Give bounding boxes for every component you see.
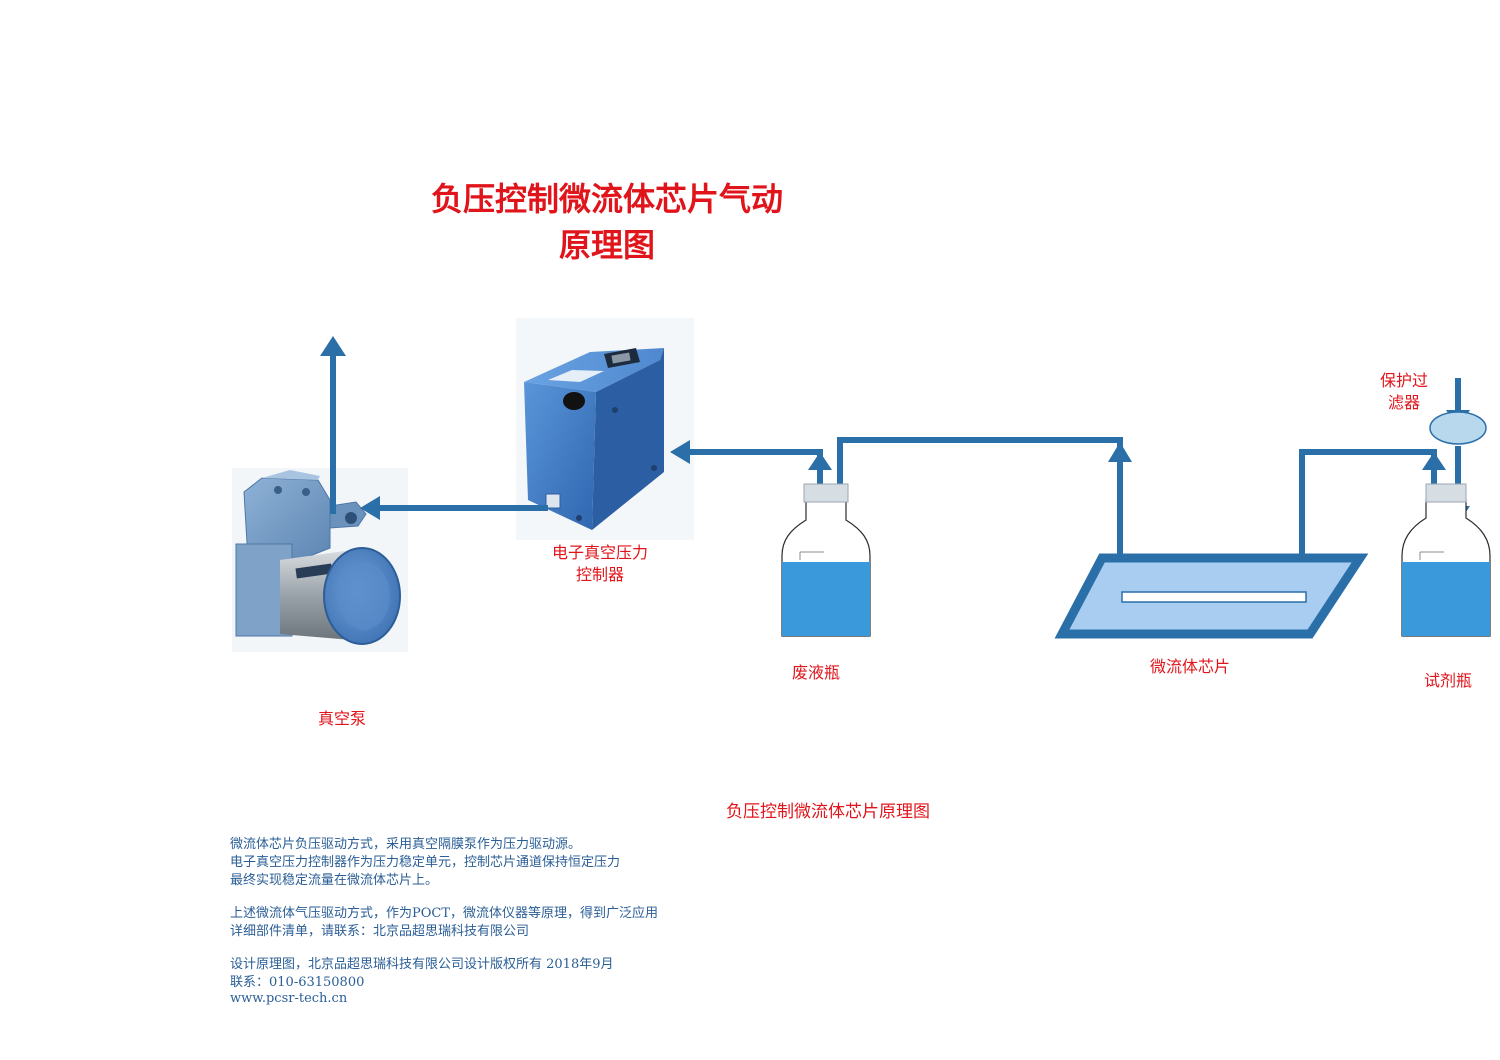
label-filter-line2: 滤器	[1387, 393, 1420, 412]
description-p2-line2: 详细部件清单，请联系：北京品超思瑞科技有限公司	[230, 924, 530, 939]
description-p1-line1: 微流体芯片负压驱动方式，采用真空隔膜泵作为压力驱动源。	[230, 837, 582, 852]
description-p1-line2: 电子真空压力控制器作为压力稳定单元，控制芯片通道保持恒定压力	[230, 855, 621, 870]
protective-filter-icon	[1429, 411, 1487, 445]
description-p3-line3: www.pcsr-tech.cn	[230, 991, 348, 1006]
description-p3-line2: 联系：010-63150800	[230, 975, 365, 990]
reagent-bottle-image	[1401, 483, 1491, 637]
vacuum-pump-image	[232, 468, 408, 652]
description-p2-line1: 上述微流体气压驱动方式，作为POCT，微流体仪器等原理，得到广泛应用	[230, 906, 659, 921]
diagram-title-line1: 负压控制微流体芯片气动	[430, 180, 783, 218]
pressure-controller-image	[516, 318, 694, 540]
arrow-up-exhaust	[320, 336, 346, 356]
label-microfluidic-chip: 微流体芯片	[1149, 657, 1230, 676]
waste-bottle-image	[781, 483, 871, 637]
label-controller-line2: 控制器	[575, 565, 624, 584]
microfluidic-chip-image	[1054, 553, 1369, 639]
figure-caption: 负压控制微流体芯片原理图	[726, 802, 930, 822]
label-waste-bottle: 废液瓶	[791, 663, 840, 682]
arrow-left-pump	[360, 496, 380, 520]
label-filter-line1: 保护过	[1379, 371, 1428, 390]
description-p3-line1: 设计原理图，北京品超思瑞科技有限公司设计版权所有 2018年9月	[230, 957, 614, 972]
diagram-title-line2: 原理图	[558, 226, 655, 264]
arrow-up-chip	[1108, 442, 1132, 462]
label-controller-line1: 电子真空压力	[551, 543, 648, 562]
label-reagent-bottle: 试剂瓶	[1423, 671, 1472, 690]
arrow-up-reagent	[1422, 452, 1446, 470]
label-vacuum-pump: 真空泵	[317, 709, 366, 728]
arrow-left-controller	[670, 440, 690, 464]
arrow-up-waste	[808, 452, 832, 470]
description-p1-line3: 最终实现稳定流量在微流体芯片上。	[230, 873, 439, 888]
